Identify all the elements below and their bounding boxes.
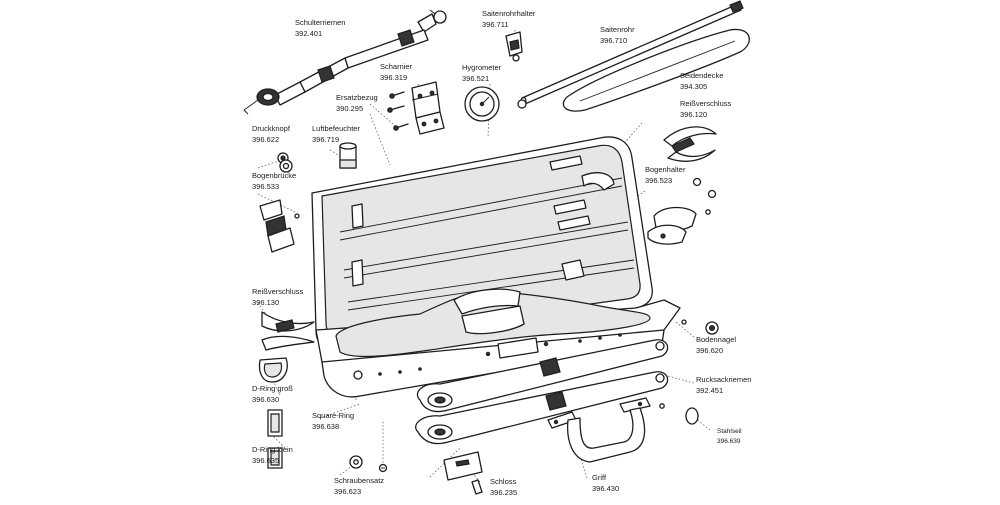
rings-part	[258, 357, 288, 469]
label-rucksackriemen-name: Rucksackriemen	[696, 375, 751, 384]
screw-set-part	[349, 455, 388, 473]
lock-part	[443, 451, 483, 495]
label-bogenhalter-name: Bogenhalter	[645, 165, 686, 174]
hinge-part	[387, 81, 445, 135]
label-saitenrohr-code: 396.710	[600, 36, 627, 45]
label-square-ring-code: 396.638	[312, 422, 339, 431]
label-saitenrohrhalter-name: Saitenrohrhalter	[482, 9, 536, 18]
label-d-ring-klein-name: D-Ring klein	[252, 445, 293, 454]
silk-blanket-part	[562, 28, 750, 112]
bow-holder-part	[647, 177, 717, 245]
case-body	[311, 136, 681, 398]
label-stahlseil-name: Stahlseil	[717, 428, 742, 435]
label-schraubensatz-name: Schraubensatz	[334, 476, 384, 485]
label-reissverschluss-top-name: Reißverschluss	[680, 99, 732, 108]
label-bogenbruecke-name: Bogenbrücke	[252, 171, 296, 180]
label-square-ring-name: Square-Ring	[312, 411, 354, 420]
label-schraubensatz-code: 396.623	[334, 487, 361, 496]
label-d-ring-gross-code: 396.630	[252, 395, 279, 404]
label-hygrometer-name: Hygrometer	[462, 63, 502, 72]
label-reissverschluss-left-code: 396.130	[252, 298, 279, 307]
label-bogenhalter-code: 396.523	[645, 176, 672, 185]
steel-cable-part	[685, 407, 699, 425]
label-stahlseil-code: 396.639	[717, 438, 741, 445]
label-schloss-name: Schloss	[490, 477, 517, 486]
label-d-ring-gross-name: D-Ring groß	[252, 384, 293, 393]
label-hygrometer-code: 396.521	[462, 74, 489, 83]
label-bogenbruecke-code: 396.533	[252, 182, 279, 191]
press-stud-part	[277, 152, 293, 173]
label-scharnier-name: Scharnier	[380, 62, 413, 71]
label-scharnier-code: 396.319	[380, 73, 407, 82]
hygrometer-part	[464, 86, 527, 122]
shoulder-strap-part	[243, 9, 447, 115]
label-schulterriemen-name: Schulterriemen	[295, 18, 345, 27]
label-griff-code: 396.430	[592, 484, 619, 493]
bottom-nail-part	[681, 319, 719, 335]
label-bodennagel-name: Bodennagel	[696, 335, 736, 344]
label-bodennagel-code: 396.620	[696, 346, 723, 355]
label-schloss-code: 396.235	[490, 488, 517, 497]
label-saitenrohrhalter-code: 396.711	[482, 20, 509, 29]
bow-bridge-part	[259, 199, 300, 253]
label-reissverschluss-top-code: 396.120	[680, 110, 707, 119]
zipper-left-part	[261, 311, 315, 351]
label-schulterriemen-code: 392.401	[295, 29, 322, 38]
label-d-ring-klein-code: 396.635	[252, 456, 279, 465]
zipper-top-part	[663, 126, 717, 162]
string-tube-holder-part	[505, 31, 523, 62]
label-saitenrohr-name: Saitenrohr	[600, 25, 635, 34]
label-rucksackriemen-code: 392.451	[696, 386, 723, 395]
label-luftbefeuchter-code: 396.719	[312, 135, 339, 144]
part-labels: Schulterriemen 392.401 Saitenrohrhalter …	[252, 9, 751, 497]
label-griff-name: Griff	[592, 473, 607, 482]
label-druckknopf-code: 396.622	[252, 135, 279, 144]
label-luftbefeuchter-name: Luftbefeuchter	[312, 124, 360, 133]
label-reissverschluss-left-name: Reißverschluss	[252, 287, 304, 296]
label-seidendecke-name: Seidendecke	[680, 71, 723, 80]
label-druckknopf-name: Druckknopf	[252, 124, 291, 133]
label-seidendecke-code: 394.305	[680, 82, 707, 91]
backpack-straps-part	[415, 339, 669, 445]
handle-part	[547, 397, 665, 463]
label-ersatzbezug-code: 390.295	[336, 104, 363, 113]
label-ersatzbezug-name: Ersatzbezug	[336, 93, 378, 102]
humidifier-part	[339, 142, 357, 169]
